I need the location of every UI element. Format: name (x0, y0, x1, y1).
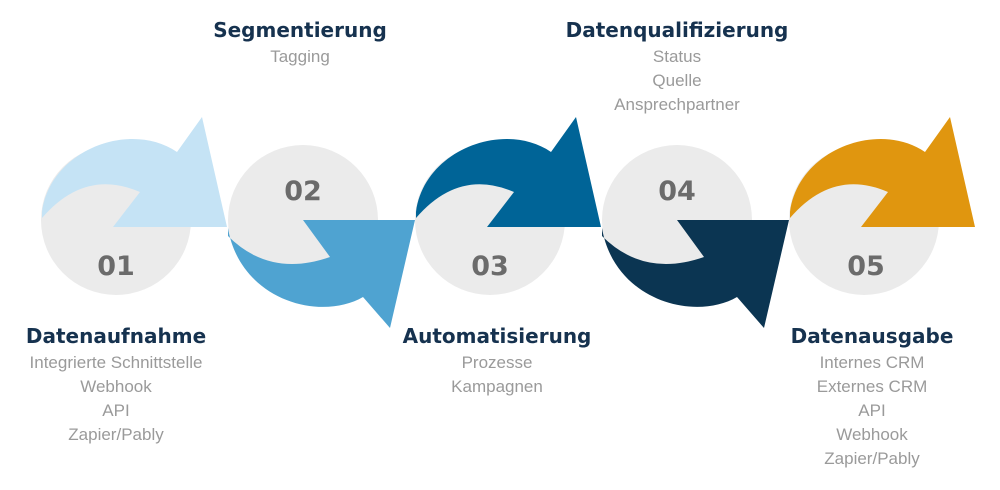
step-item: Tagging (270, 47, 330, 66)
step-item: Webhook (80, 377, 152, 396)
step-item: Prozesse (461, 353, 533, 372)
step-number-2: 02 (284, 176, 322, 207)
step-title: Datenausgabe (790, 324, 954, 348)
step-title: Automatisierung (402, 324, 592, 348)
step-number-5: 05 (847, 251, 885, 282)
step-3-label: Automatisierung Prozesse Kampagnen (367, 321, 627, 399)
step-item: Webhook (836, 425, 908, 444)
step-2-label: Segmentierung Tagging (170, 15, 430, 69)
step-item: Internes CRM (819, 353, 925, 372)
step-item: Status (652, 47, 702, 66)
step-item: Quelle (652, 71, 702, 90)
arrow-up-icon-1 (42, 117, 227, 227)
step-title: Datenqualifizierung (565, 18, 789, 42)
step-item: Zapier/Pably (68, 425, 164, 444)
arrow-down-icon-2 (228, 220, 415, 328)
step-item: Integrierte Schnittstelle (29, 353, 203, 372)
step-number-4: 04 (658, 176, 696, 207)
step-number-3: 03 (471, 251, 509, 282)
step-1-label: Datenaufnahme Integrierte Schnittstelle … (0, 321, 246, 447)
step-title: Segmentierung (213, 18, 387, 42)
arrow-up-icon-3 (416, 117, 601, 227)
arrow-up-icon-5 (790, 117, 975, 227)
step-item: API (102, 401, 130, 420)
step-item: API (858, 401, 886, 420)
step-item: Ansprechpartner (614, 95, 740, 114)
step-5-label: Datenausgabe Internes CRM Externes CRM A… (742, 321, 1000, 471)
step-4-label: Datenqualifizierung Status Quelle Anspre… (547, 15, 807, 117)
step-item: Externes CRM (816, 377, 928, 396)
step-item: Zapier/Pably (824, 449, 920, 468)
step-item: Kampagnen (451, 377, 543, 396)
step-title: Datenaufnahme (25, 324, 207, 348)
arrow-down-icon-4 (602, 220, 789, 328)
step-number-1: 01 (97, 251, 135, 282)
